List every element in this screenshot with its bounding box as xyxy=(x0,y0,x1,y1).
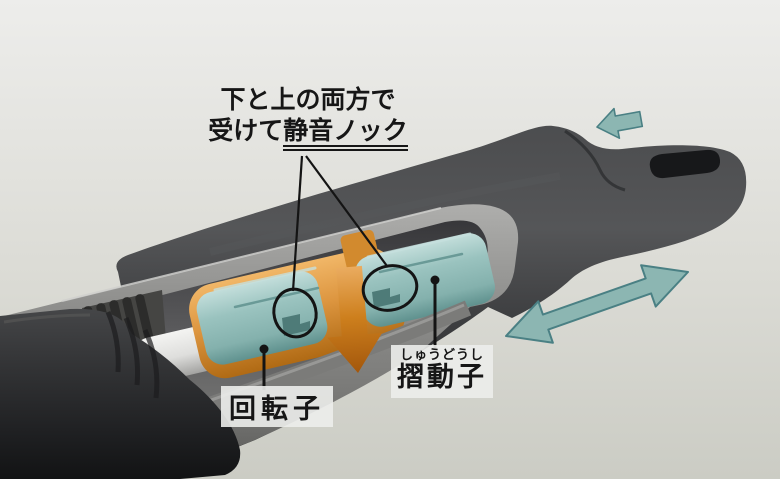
rotor-connector-dot xyxy=(259,344,269,354)
clip-saddle-edge xyxy=(564,129,626,192)
shell-rim-highlight xyxy=(61,207,442,302)
label-slider: しゅうどうし 摺動子 xyxy=(391,345,493,398)
clip-slot xyxy=(649,149,721,179)
barrel-top-sheen xyxy=(3,313,91,324)
cam-tooth-right xyxy=(372,288,400,308)
callout-line1: 下と上の両方で xyxy=(220,85,396,114)
slider-left-segment xyxy=(196,271,328,365)
front-barrel xyxy=(0,308,241,479)
callout-underlined-term: 静音ノック xyxy=(283,118,408,151)
callout-line2: 受けて静音ノック xyxy=(192,115,424,151)
front-barrel-body xyxy=(0,308,241,479)
arrow-left-icon xyxy=(596,107,644,139)
barrel-joint-ridges xyxy=(105,311,160,399)
label-slider-furigana: しゅうどうし xyxy=(399,348,484,363)
clip-groove xyxy=(209,172,561,256)
annotations xyxy=(259,155,440,390)
label-rotor: 回転子 xyxy=(221,386,333,427)
highlight-circle-left xyxy=(272,287,318,339)
slider-connector-dot xyxy=(430,275,440,285)
cam-tooth-left xyxy=(282,314,310,336)
callout-line-left xyxy=(291,155,304,292)
arrow-double-icon xyxy=(505,264,689,344)
arrow-down-icon xyxy=(327,265,383,373)
callout-quiet-knock: 下と上の両方で 受けて静音ノック xyxy=(192,84,424,151)
callout-line-right xyxy=(305,155,388,267)
highlight-circle-right xyxy=(361,264,419,312)
label-slider-text: 摺動子 xyxy=(397,362,487,393)
